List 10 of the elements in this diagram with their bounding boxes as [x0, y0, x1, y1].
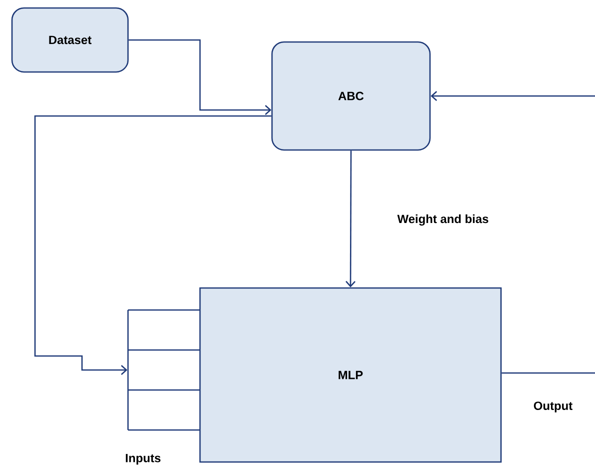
- process-box: Dataset: [11, 7, 129, 73]
- arrow: [430, 91, 595, 374]
- edge-label: Weight and bias: [396, 213, 490, 227]
- edge-label: Output: [532, 400, 574, 414]
- input-lines: Inputs: [126, 309, 200, 465]
- process-box: ABC: [271, 41, 431, 151]
- process-box: MLP: [199, 287, 502, 463]
- arrow: [34, 115, 272, 375]
- arrow: [128, 39, 272, 115]
- arrow: [346, 150, 356, 288]
